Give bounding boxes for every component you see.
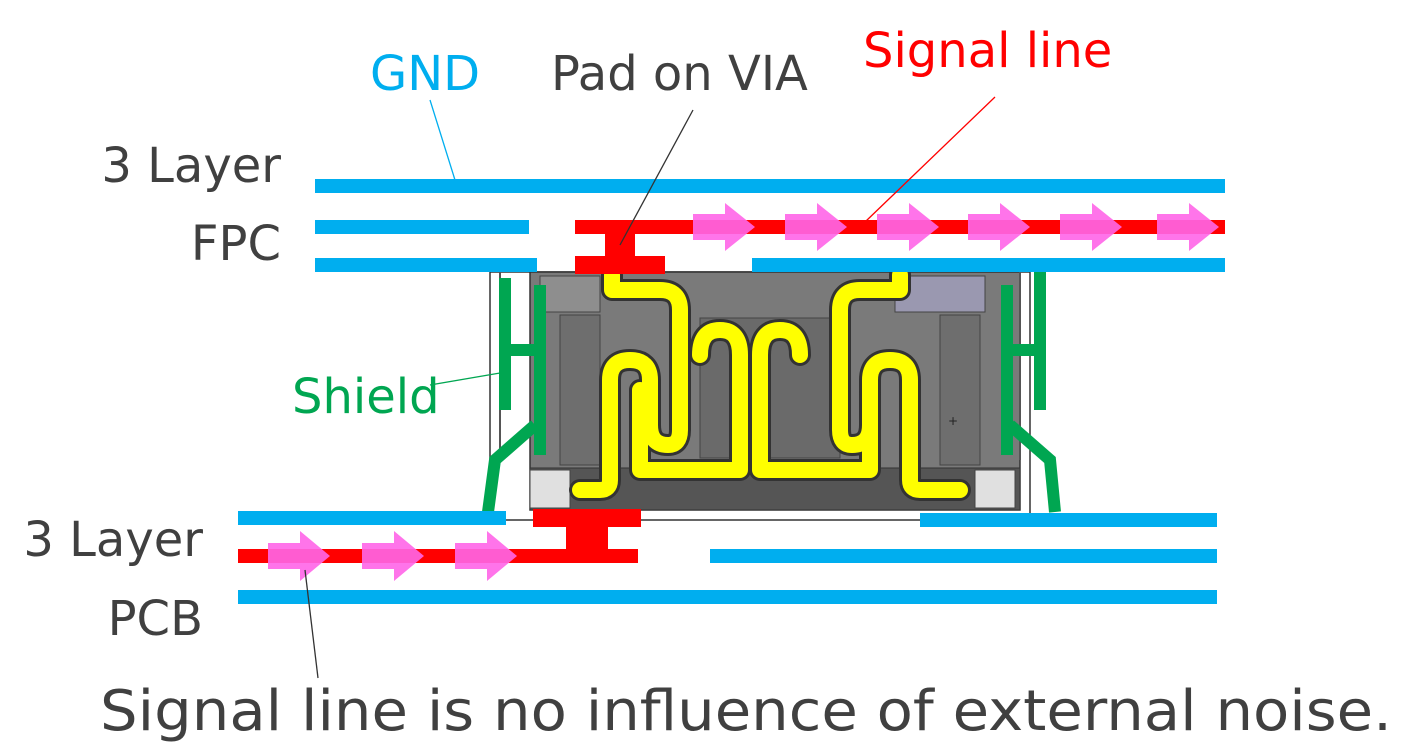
fpc-gnd-top: [315, 179, 1225, 193]
arrow-icon: [455, 531, 517, 581]
arrow-icon: [877, 203, 939, 251]
arrow-icon: [362, 531, 424, 581]
pcb-pad-on-via: [533, 509, 641, 562]
gnd-leader: [429, 99, 456, 181]
fpc-gnd-bottom-left: [315, 258, 537, 272]
labels: GND Pad on VIA Signal line 3 Layer FPC S…: [23, 23, 1392, 744]
pcb-signal-line: [238, 549, 638, 563]
shield-left: [482, 278, 546, 513]
pcb-layers: [238, 509, 1217, 604]
pcb-signal-arrows: [268, 531, 517, 581]
shield-leader: [429, 372, 501, 386]
svg-text:+: +: [948, 414, 958, 428]
arrow-icon: [968, 203, 1030, 251]
signal-contacts-fill: [572, 267, 968, 498]
caption: Signal line is no influence of external …: [100, 679, 1392, 744]
fpc-label-line1: 3 Layer: [101, 138, 281, 194]
shield-label: Shield: [292, 369, 440, 425]
fpc-label-line2: FPC: [191, 216, 281, 272]
fpc-signal-arrows: [693, 203, 1219, 251]
signal-line-label: Signal line: [863, 23, 1112, 79]
pcb-gnd-middle-right: [710, 549, 1217, 563]
pad-on-via-leader: [619, 109, 694, 246]
shield-right: [1001, 268, 1061, 513]
pcb-label-line2: PCB: [108, 591, 203, 647]
fpc-gnd-middle-left: [315, 220, 529, 234]
signal-line-leader: [864, 96, 996, 223]
arrow-icon: [268, 531, 330, 581]
pcb-gnd-bottom: [238, 590, 1217, 604]
caption-leader: [304, 569, 319, 679]
arrow-icon: [1060, 203, 1122, 251]
gnd-label: GND: [370, 46, 480, 102]
leader-lines: [304, 96, 996, 679]
arrow-icon: [785, 203, 847, 251]
arrow-icon: [1157, 203, 1219, 251]
pcb-gnd-top-left: [238, 511, 506, 525]
arrow-icon: [693, 203, 755, 251]
pad-on-via-label: Pad on VIA: [551, 46, 808, 102]
pcb-gnd-top-right: [920, 513, 1217, 527]
pcb-label-line1: 3 Layer: [23, 512, 203, 568]
fpc-pad-on-via: [575, 220, 665, 274]
fpc-gnd-bottom-right: [752, 258, 1225, 272]
